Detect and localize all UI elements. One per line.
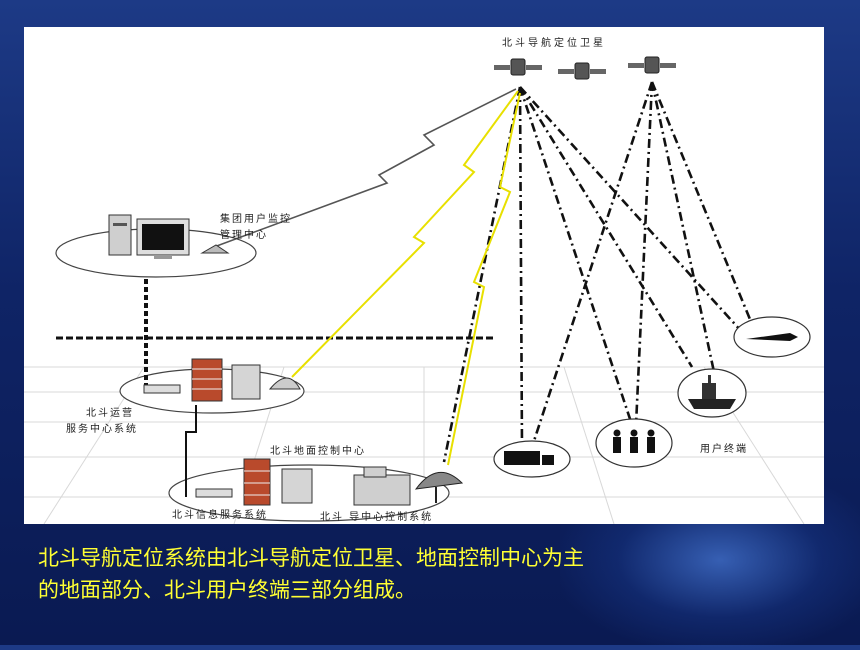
satellites-label: 北斗导航定位卫星 <box>502 38 606 49</box>
radio-links <box>213 88 521 466</box>
computer-icon <box>108 214 230 259</box>
caption: 北斗导航定位系统由北斗导航定位卫星、地面控制中心为主 的地面部分、北斗用户终端三… <box>38 542 828 606</box>
warship-terminal-icon <box>677 368 747 418</box>
ops-equipment-icon <box>143 358 301 402</box>
group-monitor-label-line1: 集团用户监控 <box>220 214 292 225</box>
aircraft-terminal-icon <box>733 316 811 358</box>
system-diagram <box>24 56 824 524</box>
diagram-panel: 北斗导航定位卫星 集团用户监控 管理中心 北斗运营 服务中心系统 北斗地面控制中… <box>24 27 824 524</box>
ground-equipment-icon <box>195 458 464 506</box>
group-monitor-label-line2: 管理中心 <box>220 230 268 241</box>
ops-center-label-line1: 北斗运营 <box>86 408 134 419</box>
link-group-monitor <box>213 88 517 248</box>
satellite-3-icon <box>628 56 676 74</box>
user-terminals-label: 用户终端 <box>700 444 748 455</box>
info-service-label: 北斗信息服务系统 <box>172 510 268 521</box>
caption-line-2: 的地面部分、北斗用户终端三部分组成。 <box>38 578 416 602</box>
floor-grid <box>24 366 824 524</box>
link-ops-to-ground <box>185 405 197 497</box>
link-ground-control <box>447 92 521 466</box>
satellite-2-icon <box>558 62 606 80</box>
satellite-1-icon <box>494 58 542 76</box>
ground-control-label: 北斗地面控制中心 <box>270 446 366 457</box>
people-terminal-icon <box>595 418 673 468</box>
truck-terminal-icon <box>493 440 571 478</box>
ops-center-label-line2: 服务中心系统 <box>66 424 138 435</box>
caption-line-1: 北斗导航定位系统由北斗导航定位卫星、地面控制中心为主 <box>38 546 584 570</box>
satellite-beams <box>442 81 756 463</box>
link-ops-center <box>291 90 519 378</box>
nav-center-label: 北斗 导中心控制系统 <box>320 512 434 523</box>
